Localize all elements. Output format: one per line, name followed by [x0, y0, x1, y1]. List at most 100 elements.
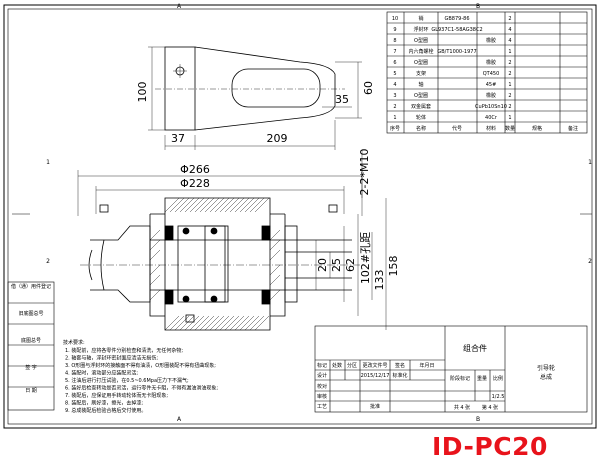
title-design: 设计 — [317, 372, 327, 379]
title-std: 标准化 — [392, 372, 407, 379]
notes-line: 7. 装配后，应保证用手转动轮体而无卡阻现象; — [65, 392, 168, 399]
parts-header-code: 代号 — [452, 125, 462, 132]
parts-row-material: CuPb10Sn10 — [475, 104, 507, 110]
parts-row-no: 7 — [393, 49, 396, 55]
parts-row-name: 内六角螺栓 — [408, 48, 433, 55]
dim-100: 100 — [136, 82, 149, 103]
parts-list-table — [386, 11, 588, 134]
parts-header-qty: 数量 — [505, 125, 515, 132]
notes-line: 4. 装配时，滚动部分应装配灵活; — [65, 370, 138, 377]
parts-row-no: 2 — [393, 104, 396, 110]
zone-left-1: 1 — [46, 159, 50, 166]
left-label-3: 底图总号 — [21, 337, 41, 344]
inner-frame — [7, 8, 593, 425]
zone-bottom-right: B — [476, 416, 480, 423]
title-assembly: 组合件 — [463, 343, 487, 353]
dim-209: 209 — [267, 132, 288, 145]
notes-line: 2. 轴套与轴，浮封环密封面应清洁无损伤; — [65, 355, 158, 362]
zone-left-2: 2 — [46, 258, 50, 265]
title-scale-label: 比例 — [493, 375, 503, 382]
title-design-date: 2015/12/17 — [361, 373, 390, 379]
zone-bottom-left: A — [177, 416, 182, 423]
parts-row-no: 8 — [393, 38, 396, 44]
parts-header-spec: 规格 — [532, 125, 542, 132]
parts-row-qty: 4 — [508, 27, 511, 33]
parts-row-qty: 1 — [508, 115, 511, 121]
parts-row-no: 6 — [393, 60, 396, 66]
parts-row-material: 40Cr — [485, 115, 498, 121]
parts-row-name: 支架 — [416, 70, 426, 77]
left-label-4: 签 字 — [25, 364, 37, 371]
left-label-2: 旧底图总号 — [18, 310, 43, 317]
parts-header-no: 序号 — [390, 125, 400, 132]
parts-row-name: O型圈 — [414, 37, 428, 44]
revision-header-cell: 年月日 — [419, 362, 434, 369]
parts-row-no: 10 — [392, 16, 398, 22]
dim-dia-266: Φ266 — [180, 163, 210, 176]
parts-row-no: 4 — [393, 82, 396, 88]
parts-row-material: 橡胶 — [486, 37, 496, 44]
dim-158: 158 — [387, 256, 400, 277]
title-sheet-no: 第 4 张 — [482, 404, 498, 411]
parts-row-qty: 2 — [508, 93, 511, 99]
revision-header-cell: 分区 — [347, 362, 357, 369]
parts-row-code: GL937C1-58AG38C2 — [431, 27, 482, 33]
zone-right-1: 1 — [588, 159, 592, 166]
title-approve: 批准 — [370, 403, 380, 410]
title-check: 校对 — [317, 383, 327, 390]
revision-header-cell: 签名 — [395, 362, 405, 369]
dim-20: 20 — [316, 258, 329, 272]
parts-row-code: GB879-86 — [444, 16, 469, 22]
parts-row-name: 销 — [418, 15, 423, 22]
dim-25: 25 — [330, 258, 343, 272]
dim-bolt: 2-2*M10 — [358, 149, 371, 196]
title-scale-value: 1/2.5 — [492, 394, 505, 400]
dim-133: 133 — [373, 270, 386, 291]
title-product: 引导轮 — [537, 364, 555, 372]
revision-header-cell: 标记 — [317, 362, 327, 369]
notes-lines: 1. 装配前，应将各零件分别检查和清洗，无任何杂物;2. 轴套与轴，浮封环密封面… — [65, 347, 218, 414]
parts-row-no: 5 — [393, 71, 396, 77]
parts-row-material: 橡胶 — [486, 92, 496, 99]
parts-row-qty: 2 — [508, 71, 511, 77]
title-sheets-total: 共 4 张 — [454, 404, 470, 411]
title-weight: 重量 — [477, 375, 487, 382]
notes-line: 8. 装配后，刷好漆，擦光，去掉漆; — [65, 400, 143, 407]
revision-header-cell: 更改文件号 — [362, 362, 387, 369]
parts-row-qty: 1 — [508, 49, 511, 55]
parts-header-name: 名称 — [416, 125, 426, 132]
title-product-sub: 总成 — [540, 373, 552, 381]
notes-line: 1. 装配前，应将各零件分别检查和清洗，无任何杂物; — [65, 347, 183, 354]
dim-102: 102#孔距 — [359, 232, 372, 284]
top-view — [148, 46, 362, 150]
zone-top-left: A — [177, 3, 182, 10]
parts-header-remark: 备注 — [568, 125, 578, 132]
zone-right-2: 2 — [588, 258, 592, 265]
zone-top-right: B — [476, 3, 480, 10]
left-label-1: 借（通）用件登记 — [11, 283, 51, 290]
parts-header-material: 材料 — [486, 125, 496, 132]
title-process: 工艺 — [317, 404, 327, 410]
left-label-5: 日 期 — [25, 388, 37, 394]
dim-60: 60 — [362, 81, 375, 95]
dim-62: 62 — [344, 258, 357, 272]
notes-title: 技术要求: — [63, 339, 85, 346]
parts-row-name: O型圈 — [414, 59, 428, 66]
revision-header-cell: 处数 — [332, 362, 342, 369]
parts-row-name: 轴 — [418, 81, 423, 88]
parts-row-qty: 2 — [508, 60, 511, 66]
parts-row-material: 45# — [486, 82, 497, 88]
parts-row-material: QT450 — [483, 71, 500, 77]
dim-35: 35 — [335, 93, 349, 106]
parts-row-name: 浮封环 — [413, 26, 428, 33]
notes-line: 3. O形圈与浮封环的接触面不得有油渍，O形圈装配不得有扭曲现象; — [65, 362, 216, 369]
notes-line: 6. 装好后检查转动是否灵活，运行零件无卡阻，不得有漏油滑油现象; — [65, 385, 218, 392]
parts-row-name: O型圈 — [414, 92, 428, 99]
revision-row: 标记处数分区更改文件号 签名 年月日 — [317, 362, 435, 369]
title-stage: 阶段标记 — [450, 375, 470, 382]
title-block — [314, 325, 588, 413]
parts-row-name: 轮体 — [416, 114, 426, 121]
dim-37: 37 — [171, 132, 185, 145]
parts-row-name: 双金属套 — [411, 103, 431, 110]
